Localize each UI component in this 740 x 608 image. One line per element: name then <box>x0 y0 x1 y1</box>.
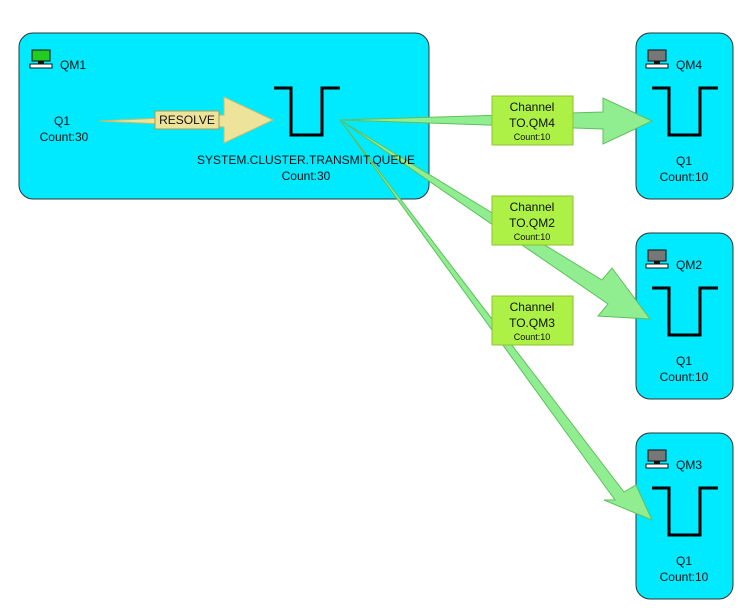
channel-to-qm4[interactable]: Channel TO.QM4 Count:10 <box>491 95 574 146</box>
qm1-status-icon <box>29 49 53 69</box>
xmitq-name: SYSTEM.CLUSTER.TRANSMIT.QUEUE <box>197 153 415 167</box>
qm1-local-queue-name: Q1 <box>54 114 70 128</box>
channel-to-qm3[interactable]: Channel TO.QM3 Count:10 <box>491 295 574 346</box>
qm3-name: QM3 <box>676 458 702 472</box>
qm4-name: QM4 <box>676 58 702 72</box>
qm2-queue-icon <box>652 286 718 337</box>
channel-label: Channel <box>510 300 555 314</box>
qm4-status-icon <box>645 49 669 69</box>
qm2-status-icon <box>645 249 669 269</box>
channel-label: Channel <box>510 200 555 214</box>
qm2-queue-name: Q1 <box>676 354 692 368</box>
qm3-status-icon <box>645 449 669 469</box>
qm2-queue-count: Count:10 <box>660 370 709 384</box>
qm3-queue-icon <box>652 486 718 537</box>
channel-name: TO.QM4 <box>509 116 555 130</box>
xmitq-count: Count:30 <box>282 169 331 183</box>
resolve-label: RESOLVE <box>159 113 215 127</box>
qm1-local-queue-count: Count:30 <box>40 130 89 144</box>
channel-count: Count:10 <box>514 232 551 242</box>
xmitq-icon <box>274 86 340 137</box>
channel-name: TO.QM2 <box>509 216 555 230</box>
qm3-box <box>635 432 734 600</box>
qm1-name: QM1 <box>60 58 86 72</box>
qm4-queue-count: Count:10 <box>660 170 709 184</box>
channel-to-qm2[interactable]: Channel TO.QM2 Count:10 <box>491 195 574 246</box>
qm3-queue-count: Count:10 <box>660 570 709 584</box>
qm4-queue-name: Q1 <box>676 154 692 168</box>
channel-count: Count:10 <box>514 332 551 342</box>
qm2-name: QM2 <box>676 258 702 272</box>
channel-label: Channel <box>510 100 555 114</box>
qm4-queue-icon <box>652 86 718 137</box>
resolve-label-box <box>154 110 220 130</box>
flow-arrow-qm3 <box>339 119 653 521</box>
channel-count: Count:10 <box>514 132 551 142</box>
qm3-queue-name: Q1 <box>676 554 692 568</box>
channel-name: TO.QM3 <box>509 316 555 330</box>
